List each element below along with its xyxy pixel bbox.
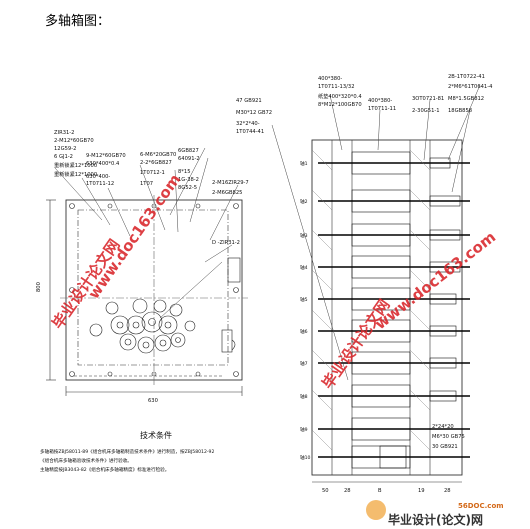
- side-label-0: 轴1: [300, 160, 308, 167]
- left-label-5: 重新锁紧12*1000: [54, 170, 97, 178]
- right-label-5: 1T0711-13/32: [318, 84, 355, 90]
- right-label-14: 2-30G51-1: [412, 108, 440, 114]
- left-label-10: 6-M6*20GB70: [140, 152, 176, 158]
- corner-url: 56DOC.com: [458, 502, 504, 510]
- right-label-12: 3OT0721-81: [412, 96, 444, 102]
- left-label-0: ZIR31-2: [54, 130, 74, 136]
- right-view: [271, 84, 481, 483]
- tech-line-0: 多轴箱按ZBJ58011-89《组合机床多轴箱制造技术条件》进行制造，按ZBJ5…: [40, 448, 214, 455]
- right-label-2: 32*2*40-: [236, 121, 260, 127]
- side-label-3: 轴4: [300, 264, 308, 271]
- left-view: [46, 147, 248, 396]
- tech-title: 技术条件: [140, 430, 172, 440]
- left-label-19: 2-M16ZIR29-7: [212, 180, 249, 186]
- right-side-labels: 轴1 轴2 轴3 轴4 轴5 轴6 轴7 轴8 轴9 轴10: [300, 160, 311, 461]
- side-label-6: 轴7: [300, 360, 308, 367]
- page-heading: 多轴箱图：: [45, 14, 111, 29]
- right-label-11: 2*M6*61T0641-4: [448, 84, 493, 90]
- left-label-14: 6GB827: [178, 148, 199, 154]
- left-label-18: 8G52-5: [178, 185, 197, 191]
- left-label-15: 64091-2: [178, 156, 200, 162]
- side-label-2: 轴3: [300, 232, 308, 239]
- left-leaders: [54, 147, 239, 319]
- right-bottom-labels: 2*24*20 M6*30 GB75 30 GB921 50 28 B 19 2…: [322, 424, 465, 494]
- left-dim-1: 800: [36, 282, 42, 292]
- right-label-4: 400*380-: [318, 76, 342, 82]
- bottom-label-1: M6*30 GB75: [432, 434, 465, 440]
- left-label-11: 2-2*6GB827: [140, 160, 172, 166]
- right-leaders: [271, 84, 481, 381]
- watermark-site-right: www.doc163.com: [371, 228, 499, 333]
- left-label-16: 8*15: [178, 169, 191, 175]
- corner-brand: 毕业设计(论文)网: [388, 512, 483, 527]
- right-label-15: 18GB858: [448, 108, 472, 114]
- left-label-9: 1T0711-12: [86, 181, 114, 187]
- side-label-4: 轴5: [300, 296, 308, 303]
- tech-conditions: 技术条件 多轴箱按ZBJ58011-89《组合机床多轴箱制造技术条件》进行制造，…: [40, 430, 214, 473]
- right-label-6: 纸垫400*320*0.4: [318, 92, 362, 100]
- left-dim-0: 630: [148, 398, 158, 404]
- bottom-label-2: 30 GB921: [432, 444, 458, 450]
- right-label-1: M30*12 GB72: [236, 110, 272, 116]
- left-label-12: 1T0712-1: [140, 170, 165, 176]
- left-labels: ZIR31-2 2-M12*60GB70 12G59-2 6 GJ1-2 重新锁…: [36, 130, 249, 404]
- side-label-1: 轴2: [300, 198, 308, 205]
- left-label-20: 2-M6GB825: [212, 190, 242, 196]
- bolt-holes: [69, 203, 239, 377]
- left-label-3: 6 GJ1-2: [54, 154, 73, 160]
- right-dim-4: 28: [444, 488, 451, 494]
- spindle-shafts: [318, 162, 470, 458]
- left-label-13: 1T07: [140, 181, 153, 187]
- side-label-9: 轴10: [300, 454, 311, 461]
- left-label-8: 630*400-: [86, 174, 110, 180]
- right-dim-2: B: [378, 488, 382, 494]
- left-label-17: 1G-38-2: [178, 177, 199, 183]
- right-label-10: 2B-1T0722-41: [448, 74, 485, 80]
- corner-logo: 56DOC.com 毕业设计(论文)网: [366, 498, 528, 528]
- tech-line-2: 主轴精度按JB3043-82《组合机床多轴箱精度》标准进行检验。: [40, 466, 169, 473]
- right-label-13: M8*1.5GB812: [448, 96, 484, 102]
- watermark-site-left: www.doc163.com: [85, 171, 185, 303]
- right-box-outline: [311, 139, 463, 476]
- right-dim-3: 19: [418, 488, 425, 494]
- side-label-8: 轴9: [300, 426, 308, 433]
- tech-line-1: 《组合机床多轴箱验收技术条件》进行验收。: [40, 457, 132, 464]
- left-inner-frame: [77, 209, 229, 366]
- watermarks: 毕业设计论文网 www.doc163.com 毕业设计论文网 www.doc16…: [49, 171, 500, 393]
- right-label-0: 47 GB921: [236, 98, 262, 104]
- shaft-ends: [379, 157, 461, 469]
- right-label-8: 400*380-: [368, 98, 392, 104]
- bottom-label-0: 2*24*20: [432, 424, 454, 430]
- left-label-21: D -ZIR31-2: [212, 240, 240, 246]
- side-label-7: 轴8: [300, 393, 308, 400]
- left-label-1: 2-M12*60GB70: [54, 138, 94, 144]
- logo-badge-icon: [366, 500, 386, 520]
- right-labels: 47 GB921 M30*12 GB72 32*2*40- 1T0744-41 …: [236, 74, 493, 135]
- watermark-brand-left: 毕业设计论文网: [49, 236, 124, 332]
- right-label-9: 1T0711-11: [368, 106, 396, 112]
- right-dim-0: 50: [322, 488, 329, 494]
- gear-cluster: [89, 298, 196, 354]
- right-label-7: 8*M12*100GB70: [318, 102, 362, 108]
- hatching: [311, 149, 431, 451]
- left-label-7: 630*400*0.4: [86, 161, 120, 167]
- left-label-2: 12G59-2: [54, 146, 76, 152]
- side-label-5: 轴6: [300, 328, 308, 335]
- right-label-3: 1T0744-41: [236, 129, 264, 135]
- left-label-6: 9-M12*60GB70: [86, 153, 126, 159]
- right-dim-1: 28: [344, 488, 351, 494]
- left-label-4: 重新锁紧12*1000: [54, 161, 97, 169]
